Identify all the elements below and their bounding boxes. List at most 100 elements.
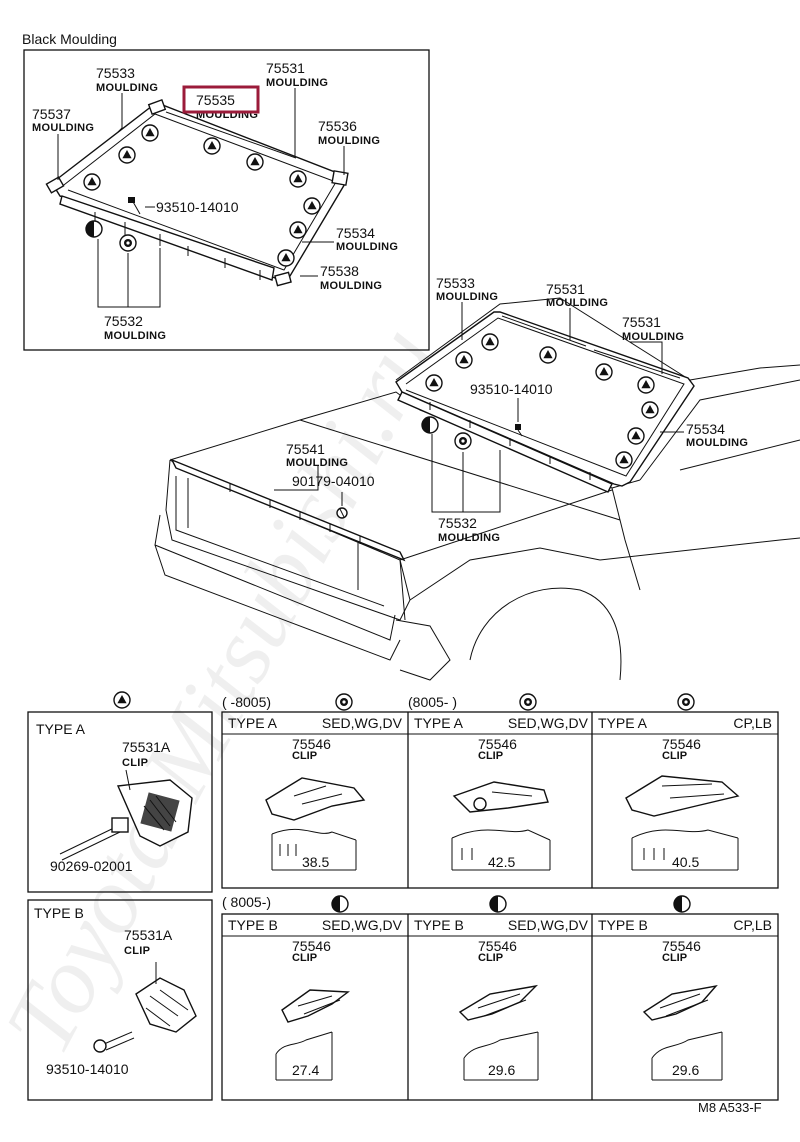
panel-r2c1-dim: 27.4 <box>292 1062 320 1078</box>
inset-label-75532: 75532 MOULDING <box>104 313 166 342</box>
panel-type-a-left-screw: 90269-02001 <box>50 858 133 874</box>
panel-r1c3: TYPE A CP,LB 75546 CLIP 40.5 <box>592 712 778 888</box>
panel-r2c2: TYPE B SED,WG,DV 75546 CLIP 29.6 <box>408 914 594 1100</box>
inset-label-75535-highlighted: MOULDING 75535 <box>182 85 260 121</box>
inset-label-75534: 75534 MOULDING <box>336 225 398 253</box>
svg-text:75534: 75534 <box>336 225 375 241</box>
main-label-75531-right: 75531 MOULDING <box>622 314 684 343</box>
svg-text:75541: 75541 <box>286 441 325 457</box>
header-range-1: ( -8005) <box>222 694 271 710</box>
header-range-2: (8005- ) <box>408 694 457 710</box>
panel-r2c1-model: SED,WG,DV <box>321 917 402 933</box>
panel-type-b-left-type: TYPE B <box>34 905 84 921</box>
panel-r1c3-part: 75546 <box>662 736 701 752</box>
svg-text:MOULDING: MOULDING <box>266 77 328 89</box>
inset-label-75536: 75536 MOULDING <box>318 118 380 147</box>
main-label-75541: 75541 MOULDING <box>286 441 348 469</box>
clip-75546-b3-illustration <box>642 984 723 1081</box>
panel-r1c3-clip: CLIP <box>662 750 688 762</box>
panel-r2c2-clip: CLIP <box>478 952 504 964</box>
clip-75531a-illustration <box>59 769 193 861</box>
panel-r2c3-model: CP,LB <box>733 917 772 933</box>
panel-grid-row1 <box>221 711 779 889</box>
inset-frame <box>23 49 430 351</box>
svg-text:75531: 75531 <box>546 281 585 297</box>
svg-text:MOULDING: MOULDING <box>622 331 684 343</box>
clip-75546-a3-illustration <box>625 775 740 871</box>
header-range-3: ( 8005-) <box>222 894 271 910</box>
panel-r1c2-type: TYPE A <box>414 715 464 731</box>
svg-text:75532: 75532 <box>438 515 477 531</box>
svg-text:75537: 75537 <box>32 106 71 122</box>
panel-r1c2-dim: 42.5 <box>488 854 516 870</box>
panel-type-b-left-screw: 93510-14010 <box>46 1061 129 1077</box>
panel-r2c2-type: TYPE B <box>414 917 464 933</box>
svg-text:MOULDING: MOULDING <box>436 291 498 303</box>
panel-r2c2-model: SED,WG,DV <box>507 917 588 933</box>
panel-r1c2-model: SED,WG,DV <box>507 715 588 731</box>
panel-r2c3-part: 75546 <box>662 938 701 954</box>
panel-r2c1: TYPE B SED,WG,DV 75546 CLIP 27.4 <box>222 914 408 1100</box>
svg-text:75534: 75534 <box>686 421 725 437</box>
panel-r2c3-dim: 29.6 <box>672 1062 700 1078</box>
svg-text:MOULDING: MOULDING <box>546 297 608 309</box>
inset-label-75537: 75537 MOULDING <box>32 106 94 134</box>
panel-r1c1-model: SED,WG,DV <box>321 715 402 731</box>
svg-text:MOULDING: MOULDING <box>318 135 380 147</box>
svg-text:MOULDING: MOULDING <box>286 457 348 469</box>
main-label-75531-top: 75531 MOULDING <box>546 281 608 309</box>
panel-type-a-left-type: TYPE A <box>36 721 86 737</box>
panel-r2c3-type: TYPE B <box>598 917 648 933</box>
panel-r1c1-clip: CLIP <box>292 750 318 762</box>
svg-text:MOULDING: MOULDING <box>686 437 748 449</box>
svg-text:MOULDING: MOULDING <box>32 122 94 134</box>
panel-r1c1-type: TYPE A <box>228 715 278 731</box>
panel-type-a-left-part: 75531A <box>122 739 171 755</box>
main-label-screw: 93510-14010 <box>470 381 553 397</box>
panel-type-a-left <box>27 711 213 893</box>
clip-75546-b1-illustration <box>275 989 350 1081</box>
panel-type-b-left-part: 75531A <box>124 927 173 943</box>
svg-text:75533: 75533 <box>96 65 135 81</box>
car-illustration <box>154 297 800 681</box>
svg-text:75538: 75538 <box>320 263 359 279</box>
svg-text:MOULDING: MOULDING <box>438 532 500 544</box>
page-title: Black Moulding <box>22 31 117 47</box>
main-label-75534: 75534 MOULDING <box>686 421 748 449</box>
svg-text:75536: 75536 <box>318 118 357 134</box>
svg-text:75531: 75531 <box>622 314 661 330</box>
panel-r2c3: TYPE B CP,LB 75546 CLIP 29.6 <box>592 914 778 1100</box>
svg-text:75535: 75535 <box>196 92 235 108</box>
main-label-75532: 75532 MOULDING <box>438 515 500 544</box>
panel-r1c3-dim: 40.5 <box>672 854 700 870</box>
inset-label-75533: 75533 MOULDING <box>96 65 158 94</box>
inset-windshield-illustration <box>45 88 349 308</box>
panel-r1c1-dim: 38.5 <box>302 854 330 870</box>
clip-75546-b2-illustration <box>458 984 539 1081</box>
svg-text:MOULDING: MOULDING <box>96 82 158 94</box>
panel-r2c1-type: TYPE B <box>228 917 278 933</box>
panel-r2c2-dim: 29.6 <box>488 1062 516 1078</box>
panel-r1c3-model: CP,LB <box>733 715 772 731</box>
panel-r2c1-clip: CLIP <box>292 952 318 964</box>
panel-type-b-left <box>27 899 213 1101</box>
panel-r2c3-clip: CLIP <box>662 952 688 964</box>
main-label-clip: 90179-04010 <box>292 473 375 489</box>
svg-text:75533: 75533 <box>436 275 475 291</box>
panel-r1c2-part: 75546 <box>478 736 517 752</box>
svg-text:75531: 75531 <box>266 60 305 76</box>
panel-r2c1-part: 75546 <box>292 938 331 954</box>
panel-r1c3-type: TYPE A <box>598 715 648 731</box>
footer-ref: M8 A533-F <box>698 1100 762 1115</box>
main-label-75533: 75533 MOULDING <box>436 275 498 303</box>
panel-r2c2-part: 75546 <box>478 938 517 954</box>
highlight-box <box>182 85 260 114</box>
inset-label-75538: 75538 MOULDING <box>320 263 382 292</box>
panel-r1c1: TYPE A SED,WG,DV 75546 CLIP 38.5 <box>222 712 408 888</box>
clip-75546-a2-illustration <box>451 781 551 871</box>
svg-text:MOULDING: MOULDING <box>320 280 382 292</box>
panel-grid-row2 <box>221 913 779 1101</box>
inset-label-75531: 75531 MOULDING <box>266 60 328 89</box>
panel-r1c2-clip: CLIP <box>478 750 504 762</box>
